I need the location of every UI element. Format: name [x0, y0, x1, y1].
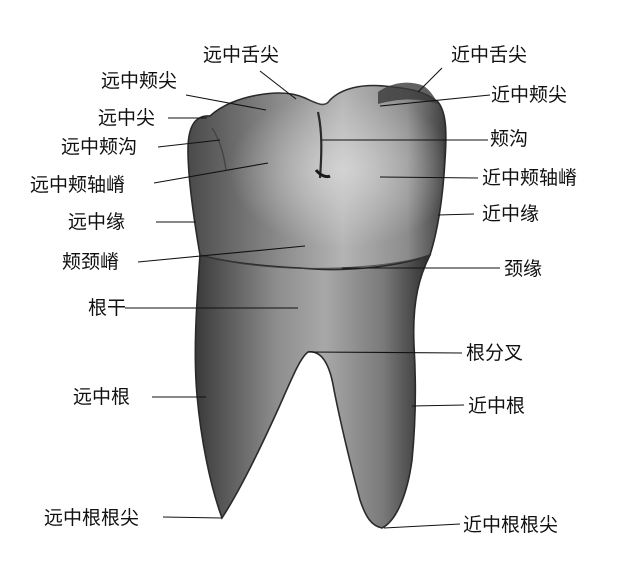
label-distal-margin: 远中缘 — [68, 211, 126, 233]
buccal-groove-line — [316, 111, 323, 179]
label-distal-buccal-cusp: 远中颊尖 — [101, 70, 178, 92]
cervical-line-shape — [199, 254, 431, 270]
label-distal-root-apex: 远中根根尖 — [44, 507, 140, 529]
label-distal-lingual-cusp: 远中舌尖 — [203, 44, 280, 66]
label-root-trunk: 根干 — [88, 297, 127, 319]
label-root-bifurcation: 根分叉 — [466, 342, 524, 364]
label-distal-root: 远中根 — [73, 386, 131, 408]
label-mesial-root-apex: 近中根根尖 — [463, 514, 559, 536]
label-mesial-buccal-ridge: 近中颊轴嵴 — [482, 167, 578, 189]
label-buccal-cervical-ridge: 颊颈嵴 — [62, 251, 120, 273]
label-mesial-root: 近中根 — [468, 395, 526, 417]
buccal-pit — [314, 169, 331, 179]
leader-lines — [125, 67, 500, 529]
label-distal-buccal-groove: 远中颊沟 — [61, 136, 138, 158]
tooth-root — [194, 254, 432, 529]
label-mesial-margin: 近中缘 — [482, 203, 540, 225]
label-mesial-lingual-cusp: 近中舌尖 — [451, 44, 528, 66]
crown-highlight — [190, 91, 444, 266]
label-distal-cusp: 远中尖 — [98, 107, 156, 129]
mesial-lingual-cusp-shape — [378, 82, 438, 104]
label-mesial-buccal-cusp: 近中颊尖 — [491, 84, 568, 106]
label-buccal-groove: 颊沟 — [490, 128, 529, 150]
label-cervical-line: 颈缘 — [504, 258, 543, 280]
label-distal-buccal-ridge: 远中颊轴嵴 — [30, 174, 126, 196]
distal-buccal-groove-line — [211, 127, 227, 171]
